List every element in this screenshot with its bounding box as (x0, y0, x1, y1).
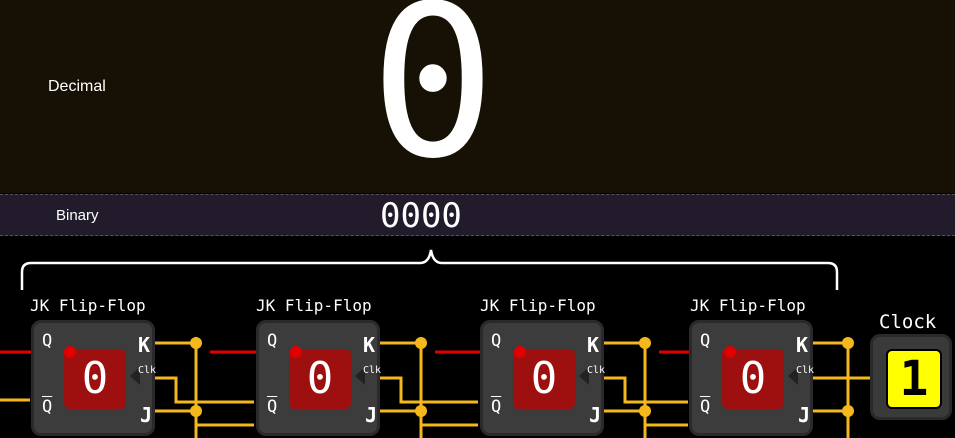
k-pin-label: K (138, 333, 151, 357)
clock-title: Clock (879, 311, 937, 333)
clock-button[interactable]: 1 (870, 334, 952, 420)
flip-flop-state: 0 (64, 349, 126, 409)
clock-value: 1 (886, 349, 942, 409)
qbar-pin-label: Q (42, 397, 53, 417)
j-pin-label: J (140, 403, 153, 427)
flip-flop-title: JK Flip-Flop (690, 296, 806, 315)
qbar-pin-label: Q (267, 397, 278, 417)
j-pin-label: J (365, 403, 378, 427)
binary-label: Binary (56, 207, 99, 224)
jk-flip-flop-1[interactable]: Q Q K J Clk 0 (31, 320, 157, 436)
flip-flop-title: JK Flip-Flop (480, 296, 596, 315)
clock-input-notch (579, 367, 589, 385)
clk-pin-label: Clk (363, 365, 382, 376)
clk-pin-label: Clk (138, 365, 157, 376)
clock-input-notch (788, 367, 798, 385)
qbar-pin-label: Q (491, 397, 502, 417)
clk-pin-label: Clk (587, 365, 606, 376)
flip-flop-state: 0 (513, 349, 575, 409)
decimal-display-panel: Decimal (0, 0, 955, 193)
q-pin-label: Q (42, 331, 53, 351)
k-pin-label: K (363, 333, 376, 357)
flip-flop-title: JK Flip-Flop (256, 296, 372, 315)
jk-flip-flop-3[interactable]: Q Q K J Clk 0 (480, 320, 606, 436)
j-pin-label: J (589, 403, 602, 427)
qbar-pin-label: Q (700, 397, 711, 417)
jk-flip-flop-4[interactable]: Q Q K J Clk 0 (689, 320, 815, 436)
group-brace (20, 249, 839, 290)
decimal-value: 0 (369, 0, 497, 205)
q-pin-label: Q (491, 331, 502, 351)
flip-flop-state: 0 (289, 349, 351, 409)
binary-display-panel: Binary (0, 194, 955, 236)
clk-pin-label: Clk (796, 365, 815, 376)
jk-flip-flop-2[interactable]: Q Q K J Clk 0 (256, 320, 382, 436)
clock-input-notch (355, 367, 365, 385)
k-pin-label: K (587, 333, 600, 357)
j-pin-label: J (798, 403, 811, 427)
q-pin-label: Q (267, 331, 278, 351)
binary-value: 0000 (380, 196, 462, 236)
clock-input-notch (130, 367, 140, 385)
decimal-label: Decimal (48, 78, 106, 95)
k-pin-label: K (796, 333, 809, 357)
wire-junctions (190, 337, 854, 417)
q-pin-label: Q (700, 331, 711, 351)
flip-flop-title: JK Flip-Flop (30, 296, 146, 315)
flip-flop-state: 0 (722, 349, 784, 409)
